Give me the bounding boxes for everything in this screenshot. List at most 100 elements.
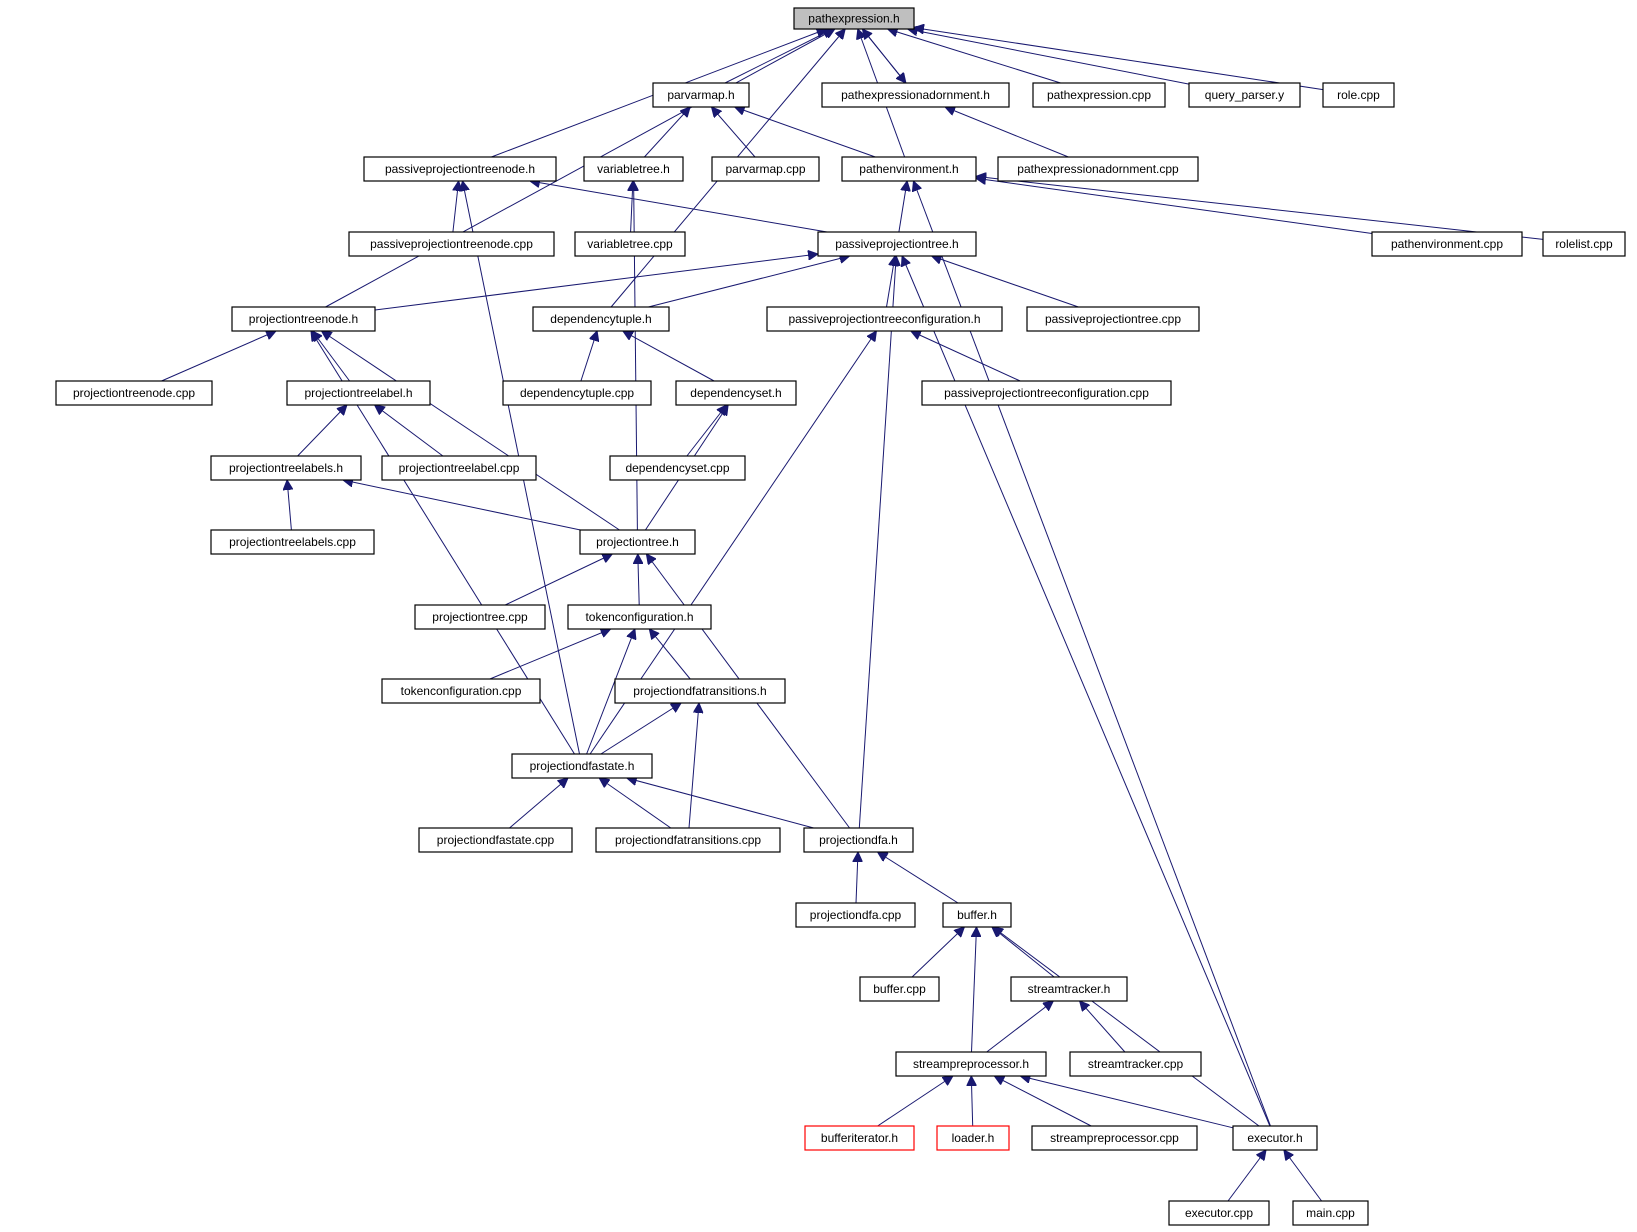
node-box[interactable] [55, 380, 213, 406]
node-box[interactable] [414, 604, 546, 630]
node-box[interactable] [895, 1051, 1047, 1077]
node-box[interactable] [614, 678, 786, 704]
node-box[interactable] [675, 380, 797, 406]
node-query-parser-y[interactable]: query_parser.y [1188, 82, 1301, 108]
node-box[interactable] [859, 976, 940, 1002]
node-box[interactable] [381, 455, 537, 481]
node-box[interactable] [210, 455, 362, 481]
node-box[interactable] [936, 1125, 1010, 1151]
node-box[interactable] [583, 156, 684, 182]
node-box[interactable] [210, 529, 375, 555]
node-passiveprojectiontree-cpp[interactable]: passiveprojectiontree.cpp [1026, 306, 1200, 332]
node-tokenconfiguration-cpp[interactable]: tokenconfiguration.cpp [381, 678, 541, 704]
node-box[interactable] [567, 604, 712, 630]
node-dependencytuple-cpp[interactable]: dependencytuple.cpp [502, 380, 652, 406]
node-projectiontree-cpp[interactable]: projectiontree.cpp [414, 604, 546, 630]
node-dependencytuple-h[interactable]: dependencytuple.h [532, 306, 670, 332]
node-box[interactable] [1069, 1051, 1202, 1077]
node-passiveprojectiontreeconfiguration-h[interactable]: passiveprojectiontreeconfiguration.h [766, 306, 1003, 332]
node-box[interactable] [532, 306, 670, 332]
node-projectiontreelabel-h[interactable]: projectiontreelabel.h [286, 380, 431, 406]
node-box[interactable] [1322, 82, 1395, 108]
node-box[interactable] [817, 231, 977, 257]
node-tokenconfiguration-h[interactable]: tokenconfiguration.h [567, 604, 712, 630]
node-passiveprojectiontreenode-cpp[interactable]: passiveprojectiontreenode.cpp [348, 231, 555, 257]
node-box[interactable] [1292, 1200, 1369, 1226]
node-projectiontree-h[interactable]: projectiontree.h [579, 529, 696, 555]
node-buffer-cpp[interactable]: buffer.cpp [859, 976, 940, 1002]
node-projectiondfa-h[interactable]: projectiondfa.h [803, 827, 914, 853]
node-main-cpp[interactable]: main.cpp [1292, 1200, 1369, 1226]
node-pathexpression-cpp[interactable]: pathexpression.cpp [1032, 82, 1166, 108]
node-passiveprojectiontree-h[interactable]: passiveprojectiontree.h [817, 231, 977, 257]
node-box[interactable] [1010, 976, 1128, 1002]
node-dependencyset-h[interactable]: dependencyset.h [675, 380, 797, 406]
node-box[interactable] [1371, 231, 1523, 257]
node-box[interactable] [766, 306, 1003, 332]
node-projectiondfa-cpp[interactable]: projectiondfa.cpp [795, 902, 916, 928]
node-executor-h[interactable]: executor.h [1232, 1125, 1318, 1151]
node-box[interactable] [921, 380, 1172, 406]
node-box[interactable] [821, 82, 1010, 108]
node-parvarmap-cpp[interactable]: parvarmap.cpp [711, 156, 820, 182]
node-box[interactable] [804, 1125, 915, 1151]
node-box[interactable] [363, 156, 557, 182]
node-pathenvironment-cpp[interactable]: pathenvironment.cpp [1371, 231, 1523, 257]
node-role-cpp[interactable]: role.cpp [1322, 82, 1395, 108]
node-parvarmap-h[interactable]: parvarmap.h [652, 82, 750, 108]
node-box[interactable] [1026, 306, 1200, 332]
node-projectiontreenode-cpp[interactable]: projectiontreenode.cpp [55, 380, 213, 406]
node-box[interactable] [381, 678, 541, 704]
node-projectiontreelabel-cpp[interactable]: projectiontreelabel.cpp [381, 455, 537, 481]
node-streampreprocessor-h[interactable]: streampreprocessor.h [895, 1051, 1047, 1077]
node-box[interactable] [1168, 1200, 1270, 1226]
node-projectiontreenode-h[interactable]: projectiontreenode.h [231, 306, 376, 332]
node-box[interactable] [795, 902, 916, 928]
node-box[interactable] [286, 380, 431, 406]
node-box[interactable] [609, 455, 746, 481]
node-box[interactable] [1542, 231, 1626, 257]
node-box[interactable] [1032, 82, 1166, 108]
node-streampreprocessor-cpp[interactable]: streampreprocessor.cpp [1031, 1125, 1198, 1151]
node-rolelist-cpp[interactable]: rolelist.cpp [1542, 231, 1626, 257]
node-box[interactable] [348, 231, 555, 257]
node-box[interactable] [803, 827, 914, 853]
node-box[interactable] [579, 529, 696, 555]
node-loader-h[interactable]: loader.h [936, 1125, 1010, 1151]
node-box[interactable] [997, 156, 1199, 182]
node-projectiondfatransitions-h[interactable]: projectiondfatransitions.h [614, 678, 786, 704]
node-projectiontreelabels-h[interactable]: projectiontreelabels.h [210, 455, 362, 481]
node-streamtracker-cpp[interactable]: streamtracker.cpp [1069, 1051, 1202, 1077]
node-box[interactable] [942, 902, 1012, 928]
node-projectiondfatransitions-cpp[interactable]: projectiondfatransitions.cpp [595, 827, 781, 853]
node-passiveprojectiontreenode-h[interactable]: passiveprojectiontreenode.h [363, 156, 557, 182]
node-box[interactable] [574, 231, 686, 257]
node-box[interactable] [793, 7, 915, 30]
node-projectiondfastate-h[interactable]: projectiondfastate.h [511, 753, 653, 779]
node-pathexpressionadornment-cpp[interactable]: pathexpressionadornment.cpp [997, 156, 1199, 182]
node-box[interactable] [595, 827, 781, 853]
node-box[interactable] [652, 82, 750, 108]
node-box[interactable] [511, 753, 653, 779]
node-pathenvironment-h[interactable]: pathenvironment.h [841, 156, 977, 182]
node-box[interactable] [841, 156, 977, 182]
node-pathexpressionadornment-h[interactable]: pathexpressionadornment.h [821, 82, 1010, 108]
node-projectiontreelabels-cpp[interactable]: projectiontreelabels.cpp [210, 529, 375, 555]
node-variabletree-h[interactable]: variabletree.h [583, 156, 684, 182]
node-projectiondfastate-cpp[interactable]: projectiondfastate.cpp [418, 827, 573, 853]
node-box[interactable] [1188, 82, 1301, 108]
node-variabletree-cpp[interactable]: variabletree.cpp [574, 231, 686, 257]
node-executor-cpp[interactable]: executor.cpp [1168, 1200, 1270, 1226]
node-passiveprojectiontreeconfiguration-cpp[interactable]: passiveprojectiontreeconfiguration.cpp [921, 380, 1172, 406]
node-bufferiterator-h[interactable]: bufferiterator.h [804, 1125, 915, 1151]
node-box[interactable] [1031, 1125, 1198, 1151]
node-dependencyset-cpp[interactable]: dependencyset.cpp [609, 455, 746, 481]
node-box[interactable] [418, 827, 573, 853]
node-pathexpression-h[interactable]: pathexpression.h [793, 7, 915, 30]
node-buffer-h[interactable]: buffer.h [942, 902, 1012, 928]
node-box[interactable] [231, 306, 376, 332]
node-box[interactable] [711, 156, 820, 182]
node-box[interactable] [502, 380, 652, 406]
node-streamtracker-h[interactable]: streamtracker.h [1010, 976, 1128, 1002]
node-box[interactable] [1232, 1125, 1318, 1151]
